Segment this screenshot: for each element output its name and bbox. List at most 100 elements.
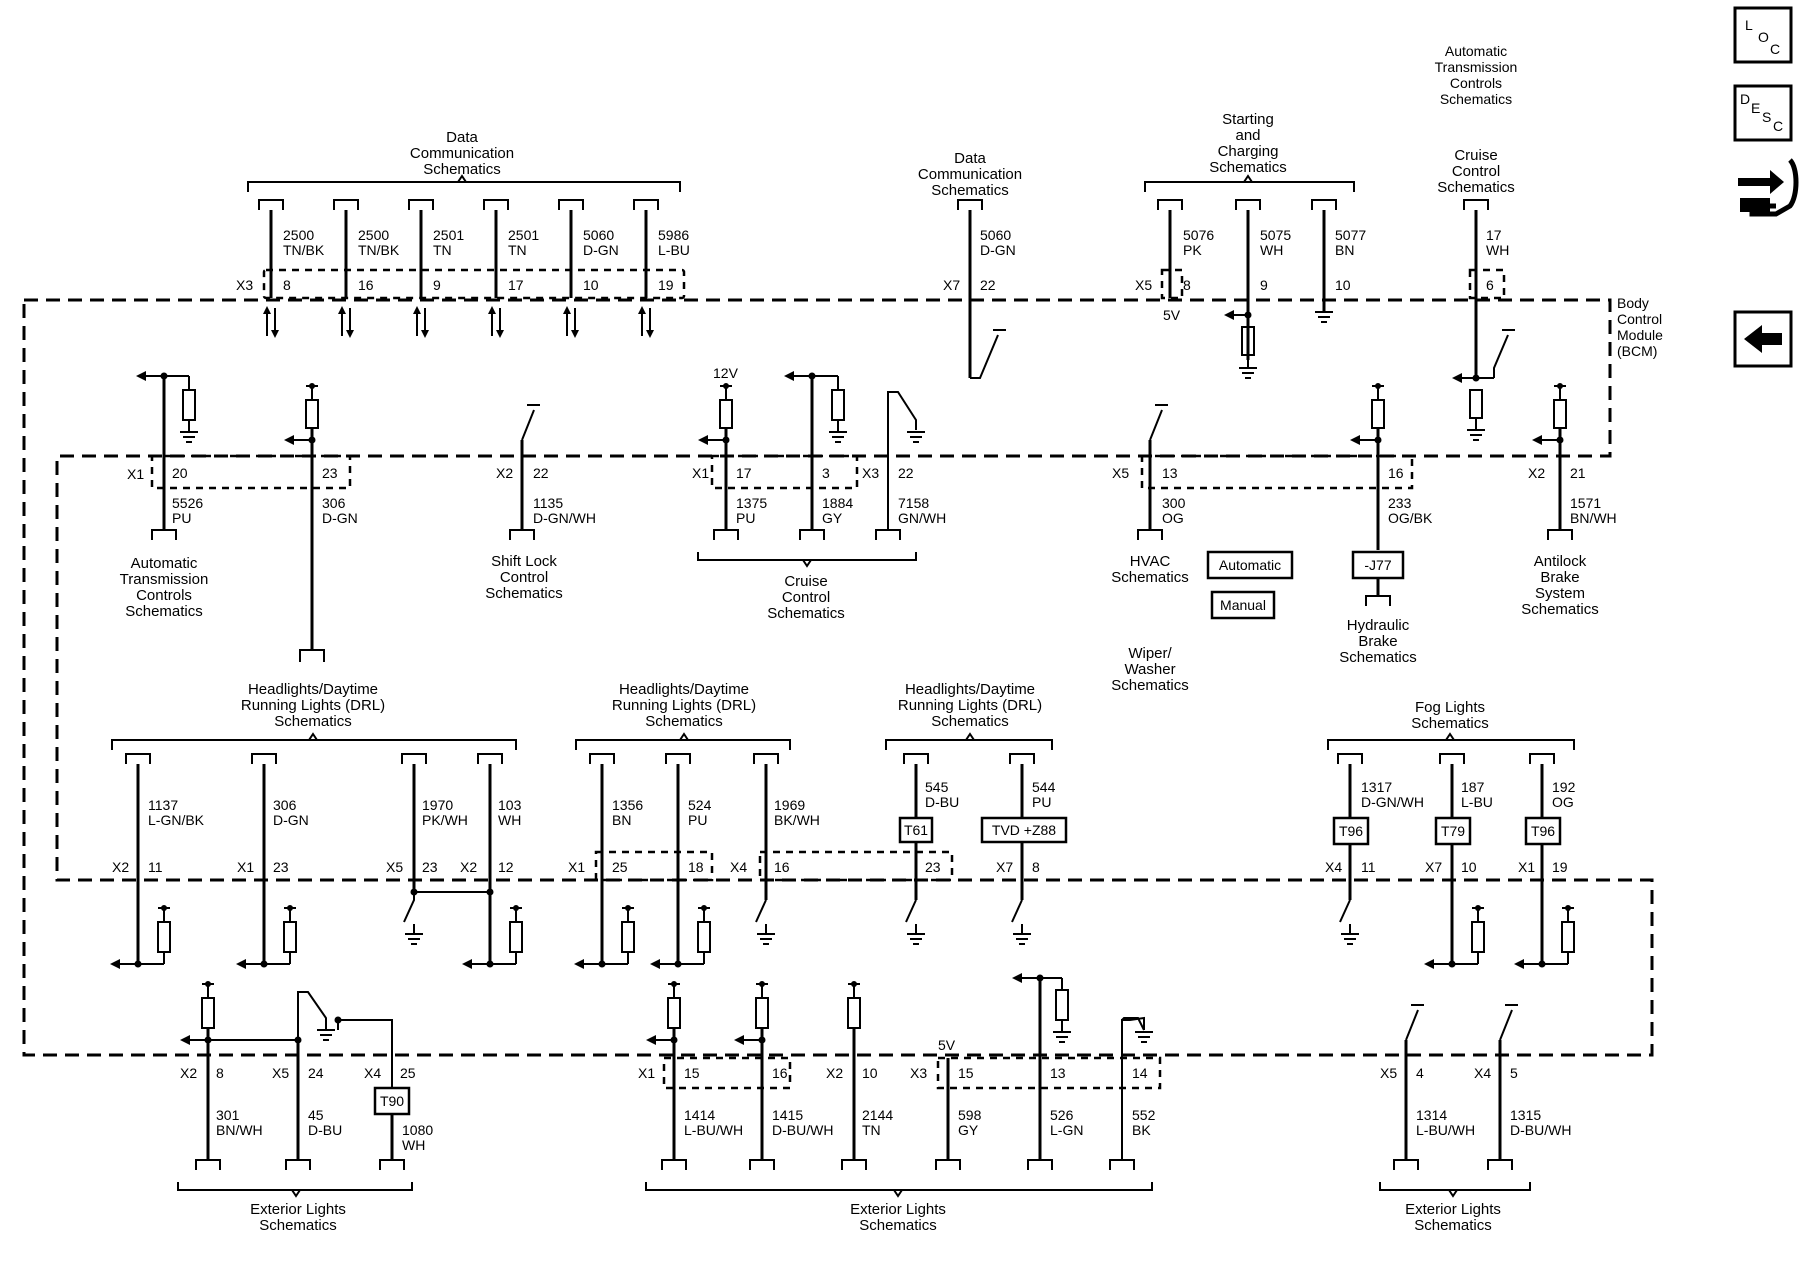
svg-text:22: 22 (898, 465, 914, 481)
row2-antilock-label[interactable]: Antilock Brake System Schematics (1521, 553, 1599, 618)
svg-text:13: 13 (1162, 465, 1178, 481)
svg-text:X4: X4 (364, 1065, 381, 1081)
auto-trans-top-label[interactable]: Automatic Transmission Controls Schemati… (1435, 43, 1518, 107)
row2-hvac-label[interactable]: HVAC Schematics (1111, 553, 1189, 586)
svg-text:X1: X1 (1518, 859, 1535, 875)
desc-button[interactable]: D E S C (1733, 84, 1793, 142)
svg-text:OG/BK: OG/BK (1388, 510, 1433, 526)
svg-text:14: 14 (1132, 1065, 1148, 1081)
loc-button[interactable]: L O C (1733, 6, 1793, 64)
manual-option-box[interactable]: Manual (1210, 590, 1276, 620)
svg-text:Data: Data (954, 150, 986, 167)
svg-text:2500: 2500 (358, 227, 389, 243)
svg-text:Running Lights (DRL): Running Lights (DRL) (241, 697, 385, 714)
row2-shift-lock-label[interactable]: Shift Lock Control Schematics (485, 553, 563, 602)
svg-text:Module: Module (1617, 327, 1663, 343)
svg-text:GY: GY (958, 1122, 979, 1138)
svg-text:X5: X5 (1112, 465, 1129, 481)
svg-text:X4: X4 (1325, 859, 1342, 875)
svg-text:Wiper/: Wiper/ (1128, 645, 1172, 662)
svg-text:Schematics: Schematics (485, 585, 563, 602)
svg-text:WH: WH (1260, 242, 1283, 258)
svg-text:Cruise: Cruise (784, 573, 827, 590)
row4-ext-bracket-3 (1379, 1182, 1531, 1198)
row4-ext-bracket-2 (645, 1182, 1153, 1198)
svg-text:X2: X2 (460, 859, 477, 875)
svg-text:Running Lights (DRL): Running Lights (DRL) (898, 697, 1042, 714)
svg-text:Fog Lights: Fog Lights (1415, 699, 1485, 716)
svg-text:25: 25 (400, 1065, 416, 1081)
hdl-title-3[interactable]: Headlights/Daytime Running Lights (DRL) … (898, 681, 1042, 730)
svg-text:1137: 1137 (148, 797, 178, 813)
svg-text:18: 18 (688, 859, 704, 875)
svg-text:X5: X5 (1380, 1065, 1397, 1081)
row2-hydraulic-label[interactable]: Hydraulic Brake Schematics (1339, 617, 1417, 666)
svg-text:Data: Data (446, 129, 478, 146)
svg-text:L: L (1745, 17, 1753, 33)
svg-text:GY: GY (822, 510, 843, 526)
svg-text:Control: Control (1617, 311, 1662, 327)
hdl-title-2[interactable]: Headlights/Daytime Running Lights (DRL) … (612, 681, 756, 730)
svg-text:526: 526 (1050, 1107, 1074, 1123)
automatic-option-box[interactable]: Automatic (1206, 550, 1294, 580)
svg-text:Schematics: Schematics (1111, 569, 1189, 586)
hdl-title-1[interactable]: Headlights/Daytime Running Lights (DRL) … (241, 681, 385, 730)
svg-text:5060: 5060 (980, 227, 1011, 243)
data-comm-left-label[interactable]: Data Communication Schematics (410, 129, 514, 178)
row4-ext-label-1[interactable]: Exterior Lights Schematics (250, 1201, 346, 1234)
svg-text:TN: TN (862, 1122, 881, 1138)
svg-text:D-GN/WH: D-GN/WH (1361, 794, 1424, 810)
starting-charging-label[interactable]: Starting and Charging Schematics (1209, 111, 1287, 176)
row2-cruise-label[interactable]: Cruise Control Schematics (767, 573, 845, 622)
svg-text:Headlights/Daytime: Headlights/Daytime (248, 681, 378, 698)
data-comm-mid-label[interactable]: Data Communication Schematics (918, 150, 1022, 199)
svg-text:HVAC: HVAC (1130, 553, 1171, 570)
svg-text:TN/BK: TN/BK (358, 242, 400, 258)
back-button[interactable] (1733, 310, 1793, 368)
svg-text:Schematics: Schematics (1521, 601, 1599, 618)
connector-view-icon[interactable] (1738, 158, 1799, 217)
svg-text:Communication: Communication (410, 145, 514, 162)
svg-text:17: 17 (508, 277, 524, 293)
row4-ext-label-2[interactable]: Exterior Lights Schematics (850, 1201, 946, 1234)
svg-text:X7: X7 (1425, 859, 1442, 875)
svg-text:552: 552 (1132, 1107, 1156, 1123)
svg-text:Schematics: Schematics (1111, 677, 1189, 694)
svg-text:(BCM): (BCM) (1617, 343, 1657, 359)
row2-auto-trans-label[interactable]: Automatic Transmission Controls Schemati… (120, 555, 209, 620)
svg-text:Starting: Starting (1222, 111, 1274, 128)
svg-text:D-GN: D-GN (273, 812, 309, 828)
svg-text:Schematics: Schematics (259, 1217, 337, 1234)
svg-text:7158: 7158 (898, 495, 929, 511)
svg-text:C: C (1770, 41, 1780, 57)
svg-text:X5: X5 (386, 859, 403, 875)
cruise-top-label[interactable]: Cruise Control Schematics (1437, 147, 1515, 196)
svg-text:Schematics: Schematics (1437, 179, 1515, 196)
svg-text:BK: BK (1132, 1122, 1151, 1138)
svg-text:16: 16 (358, 277, 374, 293)
svg-text:5075: 5075 (1260, 227, 1291, 243)
svg-text:BN/WH: BN/WH (216, 1122, 263, 1138)
svg-text:X2: X2 (826, 1065, 843, 1081)
svg-text:15: 15 (684, 1065, 700, 1081)
fog-title[interactable]: Fog Lights Schematics (1411, 699, 1489, 732)
svg-text:Headlights/Daytime: Headlights/Daytime (905, 681, 1035, 698)
wiper-washer-label[interactable]: Wiper/ Washer Schematics (1111, 645, 1189, 694)
x4-row3-connector (758, 850, 954, 882)
row4-ext-label-3[interactable]: Exterior Lights Schematics (1405, 1201, 1501, 1234)
svg-text:1414: 1414 (684, 1107, 715, 1123)
svg-text:5: 5 (1510, 1065, 1518, 1081)
svg-text:Schematics: Schematics (274, 713, 352, 730)
svg-text:20: 20 (172, 465, 188, 481)
svg-text:T96: T96 (1531, 823, 1555, 839)
